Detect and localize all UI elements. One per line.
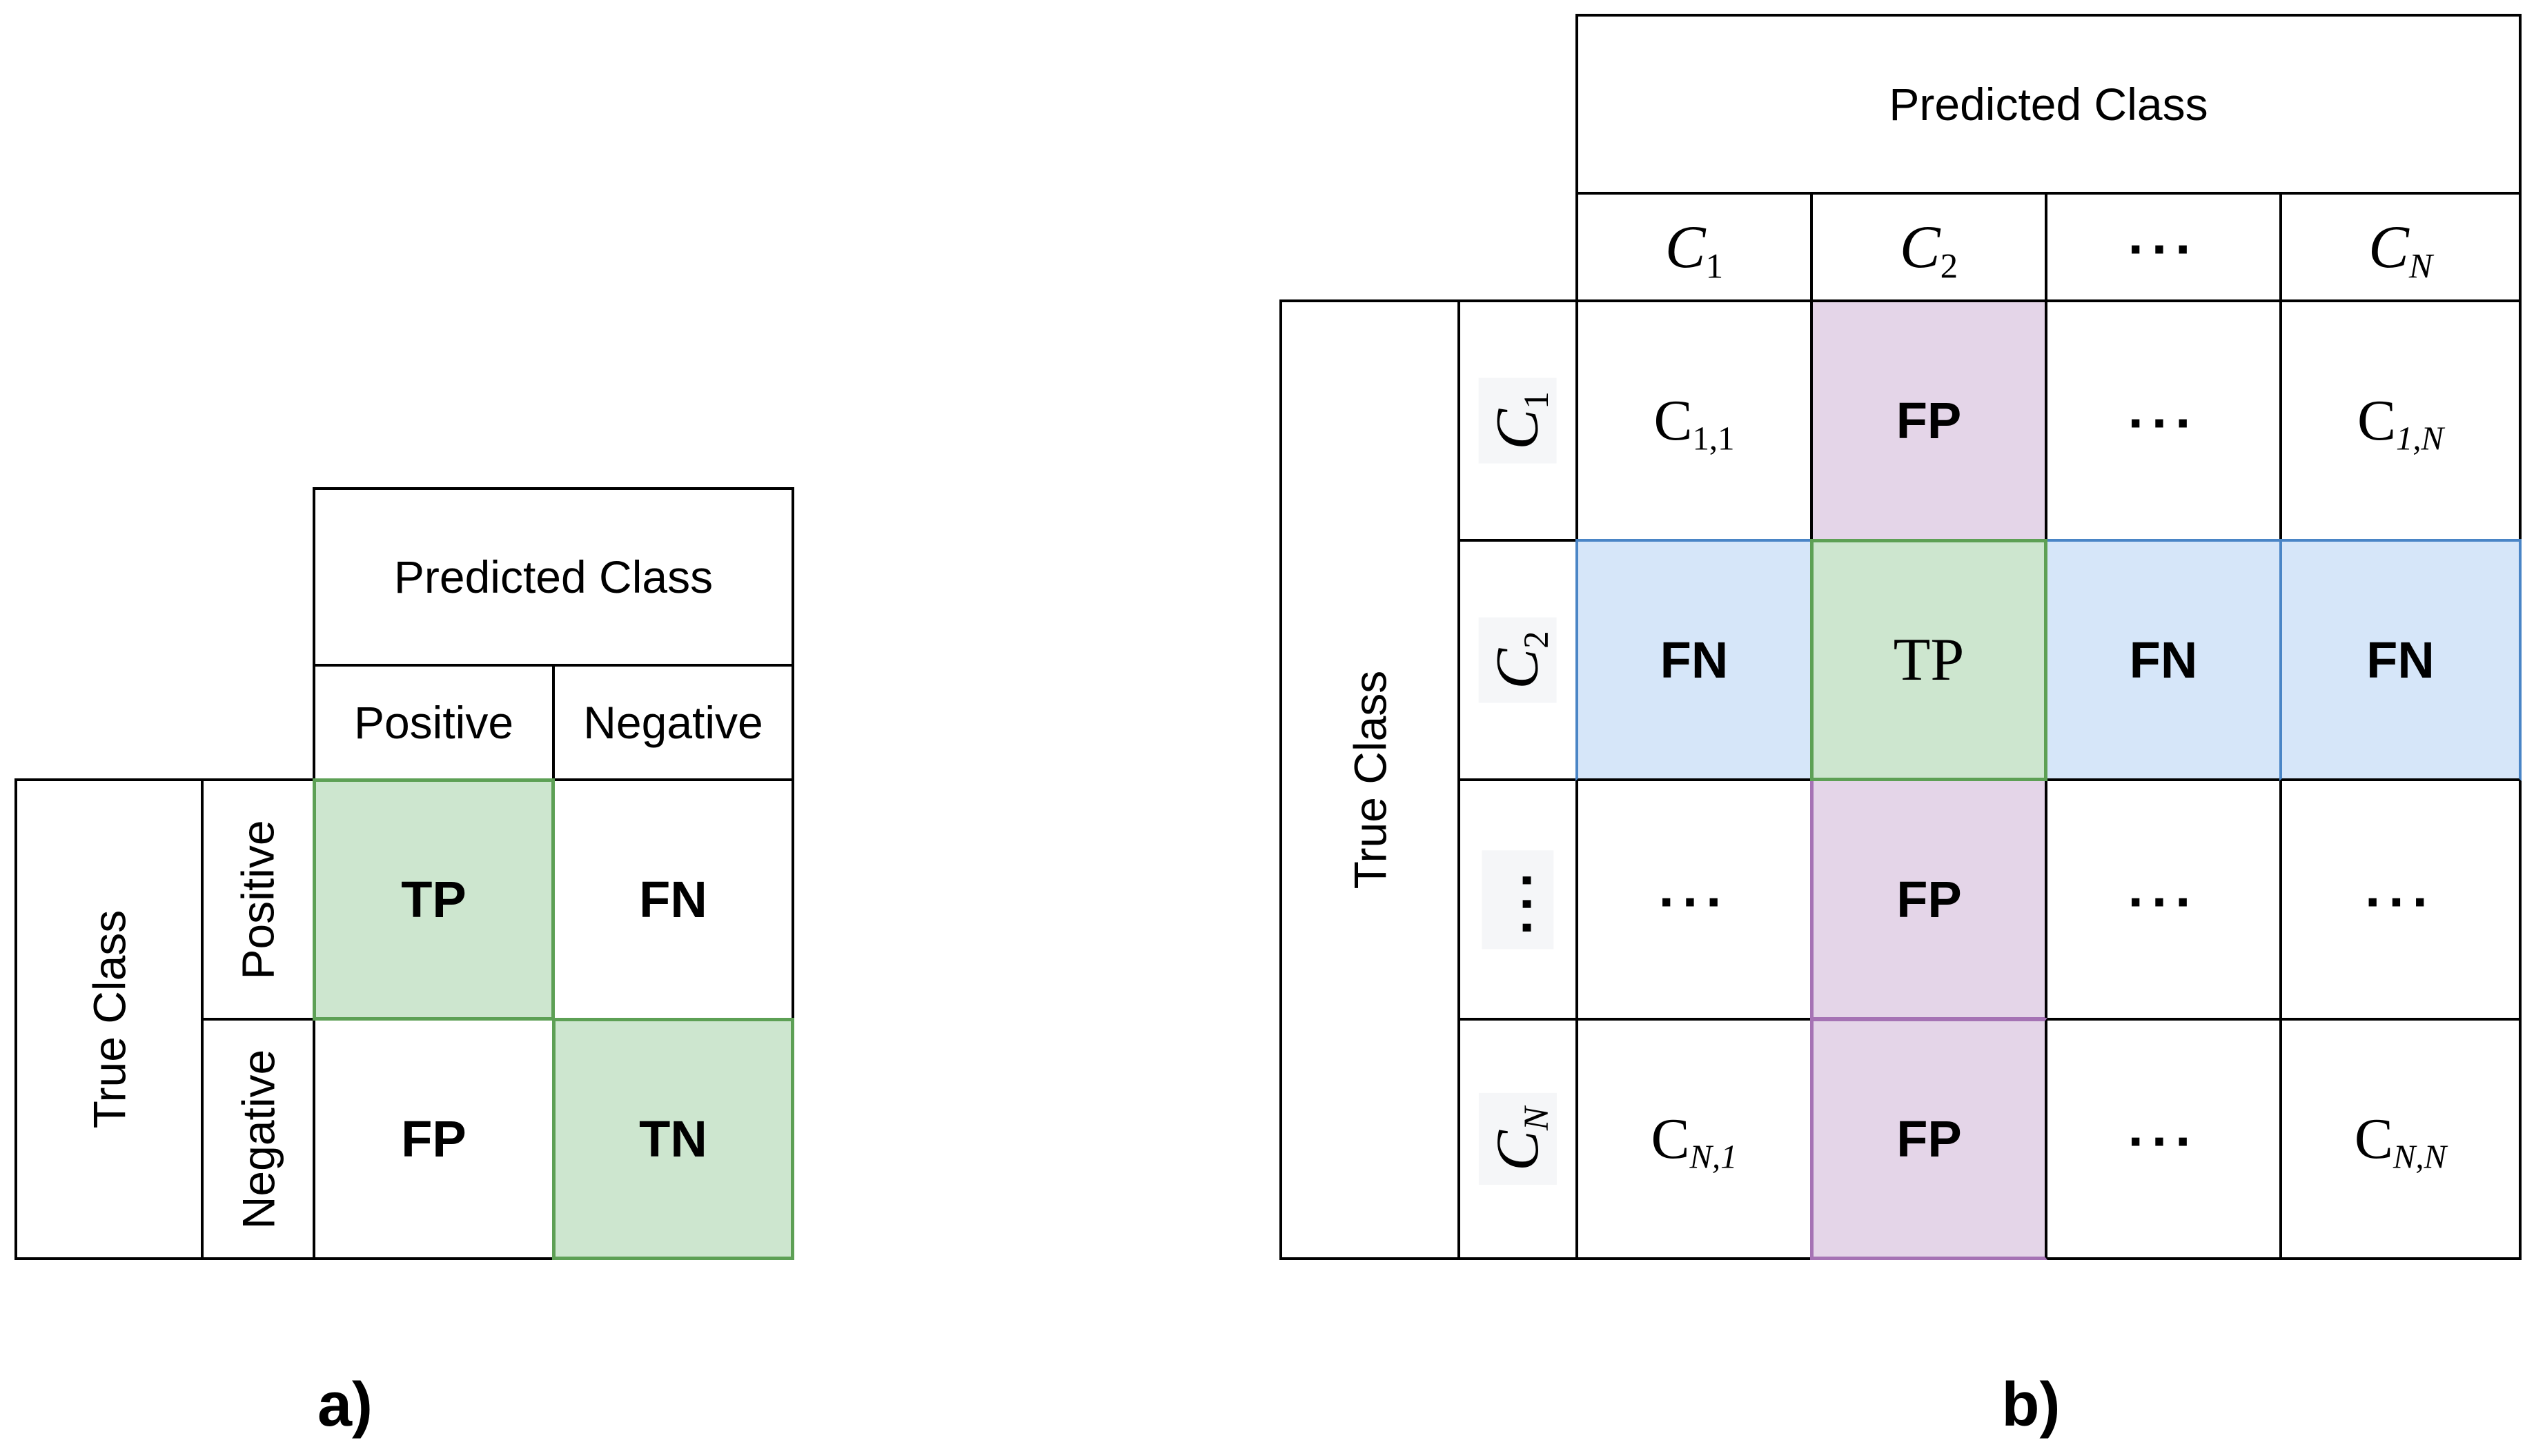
table-b-cell-dots-row4-col3: ... [2045,1018,2282,1260]
table-a-row-header-positive: Positive [201,778,315,1021]
table-b-row-header-cn: CN [1457,1018,1578,1260]
table-b-cell-cn1: CN,1 [1575,1018,1813,1260]
table-a-cell-fn: FN [552,778,794,1021]
table-a-col-header-positive: Positive [313,664,555,781]
panel-a-label: a) [317,1370,373,1439]
table-b-cell-fp-row1: FP [1810,299,2047,542]
table-b-row-header-c1: C1 [1457,299,1578,542]
panel-b-label: b) [2001,1370,2061,1439]
table-b-cell-fn-row2-col1: FN [1575,539,1813,781]
table-b-col-header-cn: CN [2279,192,2522,302]
table-b-cell-dots-row3-col4: ... [2279,778,2522,1021]
table-b-col-header-c2: C2 [1810,192,2047,302]
table-a-cell-tp: TP [313,778,555,1021]
table-a-col-header-negative: Negative [552,664,794,781]
table-b-row-header-c2: C2 [1457,539,1578,781]
table-b-cell-fn-row2-col4: FN [2279,539,2522,781]
table-b-cell-fp-row4: FP [1810,1018,2047,1260]
table-b-cell-fp-row3: FP [1810,778,2047,1021]
table-a-cell-fp: FP [313,1018,555,1260]
table-a-predicted-class-label: Predicted Class [393,551,714,602]
table-b-col-header-c1: C1 [1575,192,1813,302]
table-a-row-header-negative: Negative [201,1018,315,1260]
table-b-predicted-class-header: Predicted Class [1575,14,2522,195]
table-b-cell-tp: TP [1810,539,2047,781]
table-b-cell-fn-row2-col3: FN [2045,539,2282,781]
table-a-predicted-class-header: Predicted Class [313,487,794,667]
table-a-true-class-label: True Class [83,909,135,1129]
table-b-cell-c11: C1,1 [1575,299,1813,542]
table-a-cell-tn: TN [552,1018,794,1260]
table-b-cell-cnn: CN,N [2279,1018,2522,1260]
table-b-cell-c1n: C1,N [2279,299,2522,542]
table-b-true-class-label: True Class [1344,670,1396,889]
table-b-predicted-class-label: Predicted Class [1889,79,2208,130]
table-b-col-header-dots: ... [2045,192,2282,302]
table-b-true-class-header: True Class [1279,299,1460,1260]
table-b-cell-dots-row3-col3: ... [2045,778,2282,1021]
table-b-row-header-dots: ... [1457,778,1578,1021]
table-a-true-class-header: True Class [14,778,204,1260]
table-b-cell-dots-row1: ... [2045,299,2282,542]
table-b-cell-dots-row3-col1: ... [1575,778,1813,1021]
